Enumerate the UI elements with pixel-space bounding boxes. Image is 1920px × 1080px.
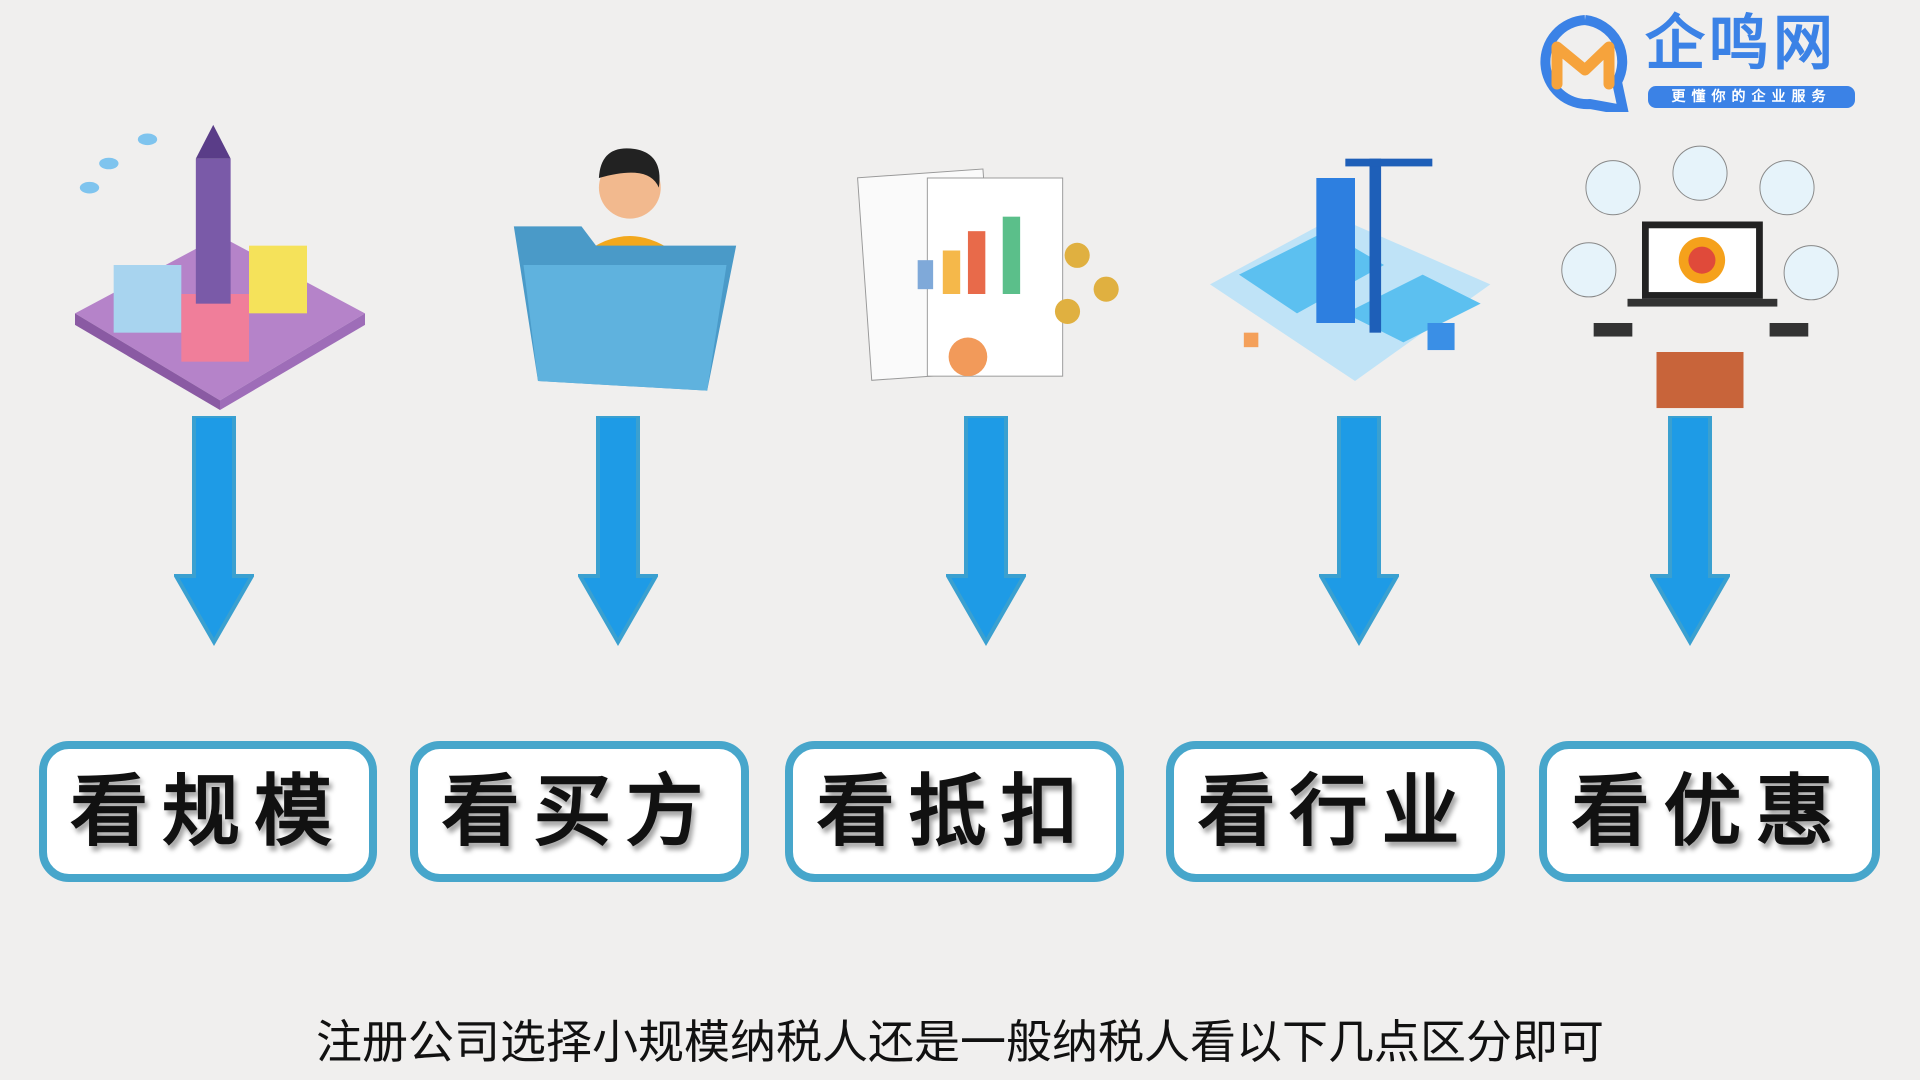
criterion-box-deduction: 看抵扣 <box>785 741 1124 882</box>
criterion-box-scale: 看规模 <box>39 741 377 882</box>
logo-subtitle: 更懂你的企业服务 <box>1648 86 1855 108</box>
criterion-label: 看抵扣 <box>816 766 1093 857</box>
caption: 注册公司选择小规模纳税人还是一般纳税人看以下几点区分即可 <box>316 1015 1604 1069</box>
down-arrow-icon <box>1317 414 1401 647</box>
criterion-box-incentive: 看优惠 <box>1539 741 1880 882</box>
documents-chart-icon <box>857 168 1119 381</box>
criterion-label: 看买方 <box>441 766 718 857</box>
down-arrow-icon <box>172 414 256 647</box>
business-services-icon <box>1561 145 1839 409</box>
criterion-box-industry: 看行业 <box>1166 741 1505 882</box>
isometric-industry-icon <box>1210 158 1491 381</box>
criterion-label: 看行业 <box>1197 766 1474 857</box>
down-arrow-icon <box>944 414 1028 647</box>
logo-mark-icon <box>1540 15 1630 117</box>
down-arrow-icon <box>1648 414 1732 647</box>
criterion-box-buyer: 看买方 <box>410 741 749 882</box>
person-folder-icon <box>513 148 737 391</box>
city-building-icon <box>75 124 365 410</box>
down-arrow-icon <box>576 414 660 647</box>
logo-title: 企鸣网 <box>1645 9 1837 79</box>
criterion-label: 看优惠 <box>1571 766 1848 857</box>
brand-logo: 企鸣网 更懂你的企业服务 <box>1535 9 1880 117</box>
criterion-label: 看规模 <box>69 766 346 857</box>
